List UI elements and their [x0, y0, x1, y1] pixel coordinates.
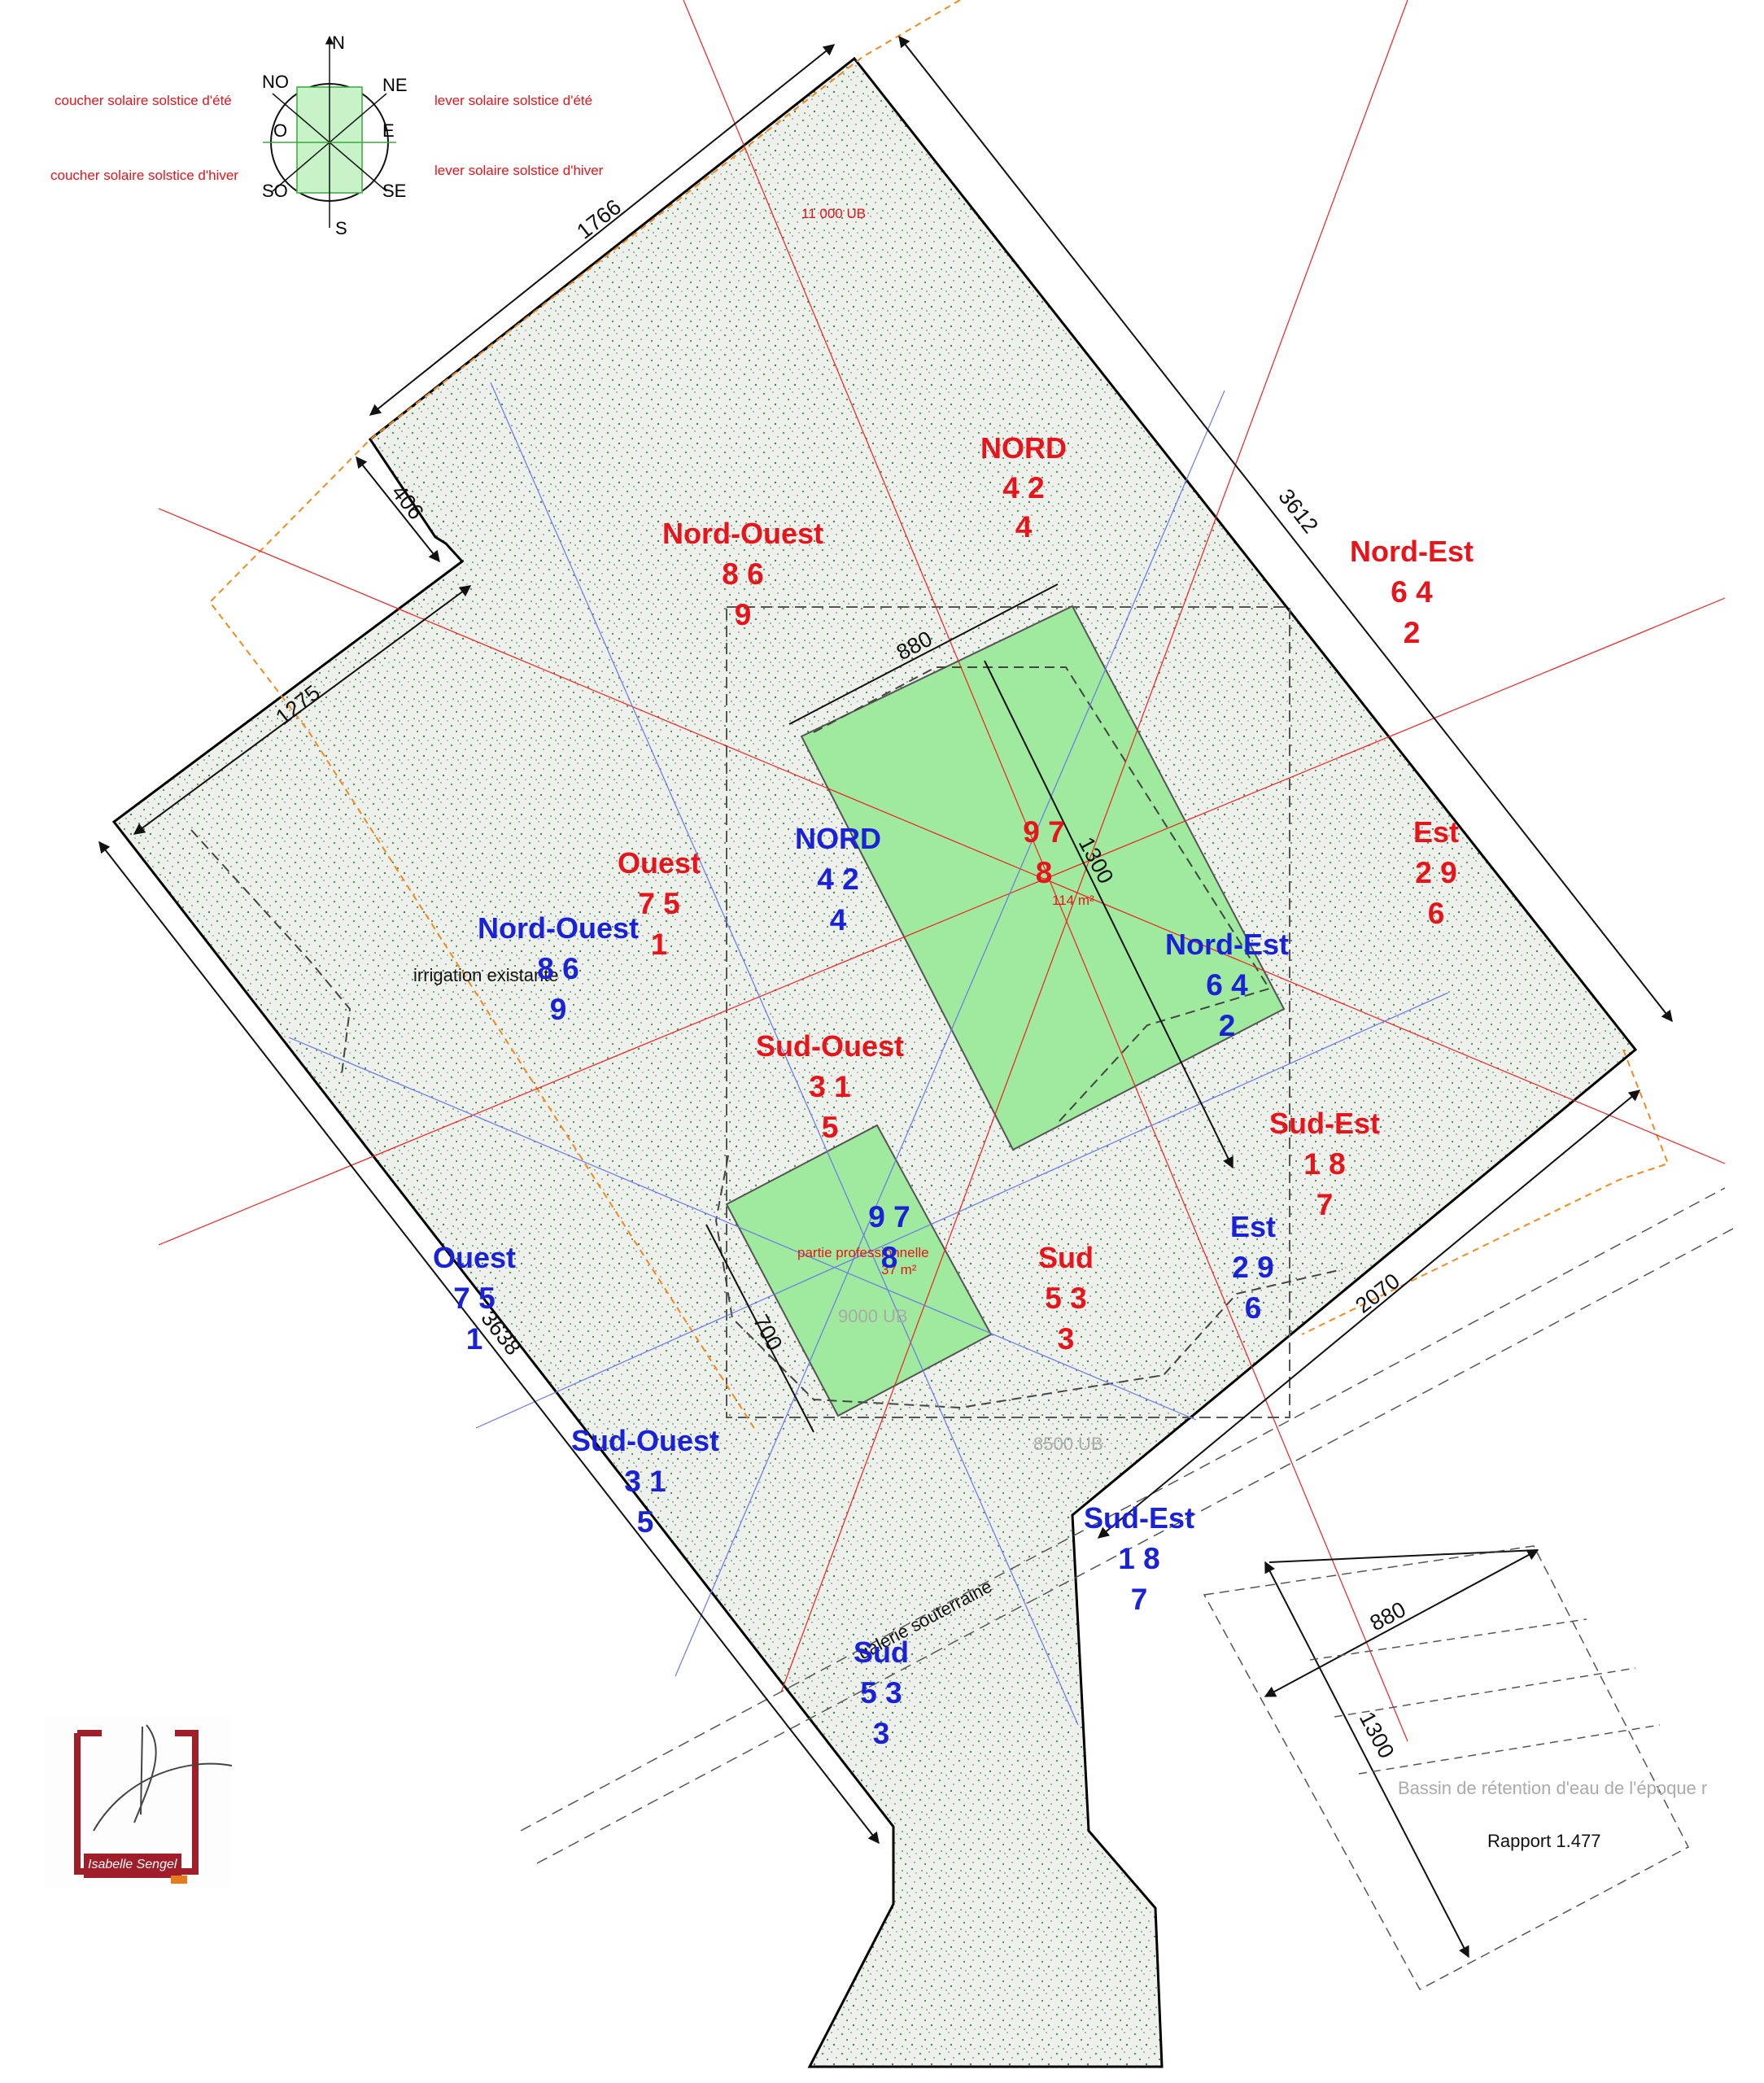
blue-est: Est — [1230, 1210, 1276, 1243]
blue-ouest: Ouest — [433, 1241, 516, 1274]
svg-text:6: 6 — [1428, 897, 1445, 930]
dim-1300-basin: 1300 — [1355, 1708, 1399, 1762]
compass-se: SE — [382, 181, 406, 201]
compass-o: O — [273, 120, 287, 141]
compass-no: NO — [262, 72, 289, 92]
svg-text:2: 2 — [1219, 1009, 1236, 1042]
red-est: Est — [1413, 815, 1459, 849]
ub-11000: 11 000 UB — [801, 206, 866, 221]
compass-rose — [263, 35, 396, 228]
retention-basin-outline — [1203, 1545, 1690, 1991]
compass-n: N — [332, 33, 345, 53]
svg-text:3: 3 — [873, 1717, 890, 1750]
winter-sunset-label: coucher solaire solstice d'hiver — [50, 168, 238, 183]
ub-9000: 9000 UB — [838, 1306, 908, 1326]
blue-sud-est: Sud-Est — [1084, 1501, 1194, 1535]
svg-text:7 5: 7 5 — [453, 1282, 495, 1315]
svg-text:3 1: 3 1 — [809, 1070, 850, 1103]
red-nord: NORD — [980, 431, 1067, 465]
compass-e: E — [382, 120, 395, 141]
blue-nord: NORD — [795, 822, 881, 855]
svg-text:1: 1 — [651, 928, 668, 961]
blue-nord-est: Nord-Est — [1165, 928, 1289, 961]
compass-s: S — [335, 218, 347, 238]
dim-2070: 2070 — [1351, 1269, 1404, 1318]
red-center: 9 7 — [1023, 815, 1064, 849]
dim-406: 406 — [386, 480, 428, 524]
dim-1275: 1275 — [271, 680, 325, 730]
dim-1766: 1766 — [572, 194, 626, 244]
svg-text:9: 9 — [735, 598, 752, 631]
svg-text:2 9: 2 9 — [1415, 856, 1456, 889]
ratio-label: Rapport 1.477 — [1487, 1831, 1600, 1851]
blue-center: 9 7 — [868, 1200, 910, 1234]
svg-text:8 6: 8 6 — [537, 952, 579, 985]
svg-text:4 2: 4 2 — [1002, 471, 1044, 504]
svg-text:1: 1 — [466, 1322, 483, 1356]
svg-text:8 6: 8 6 — [722, 557, 763, 591]
svg-text:5: 5 — [637, 1505, 654, 1539]
blue-nord-ouest: Nord-Ouest — [478, 911, 639, 945]
svg-text:7 5: 7 5 — [638, 887, 679, 920]
ub-8500: 8500 UB — [1033, 1434, 1103, 1454]
svg-text:3: 3 — [1058, 1322, 1075, 1356]
svg-text:5: 5 — [822, 1111, 839, 1144]
area-main-house: 114 m² — [1052, 893, 1094, 908]
svg-text:1 8: 1 8 — [1303, 1147, 1345, 1181]
svg-text:6 4: 6 4 — [1206, 968, 1248, 1002]
red-sud-est: Sud-Est — [1269, 1107, 1380, 1140]
svg-text:8: 8 — [1036, 856, 1053, 889]
dim-880-house: 880 — [893, 627, 937, 666]
svg-text:4 2: 4 2 — [817, 862, 858, 896]
winter-sunrise-label: lever solaire solstice d'hiver — [434, 163, 604, 178]
irrigation-label: irrigation existante — [413, 965, 559, 985]
svg-text:6: 6 — [1245, 1291, 1262, 1325]
red-sud-ouest: Sud-Ouest — [756, 1029, 904, 1063]
professional-part-label: partie professionnelle — [797, 1245, 929, 1260]
svg-text:8: 8 — [881, 1241, 898, 1274]
dim-3612: 3612 — [1273, 484, 1323, 538]
svg-text:6 4: 6 4 — [1391, 575, 1433, 609]
blue-sud: Sud — [854, 1635, 909, 1669]
compass-so: SO — [262, 181, 288, 201]
red-nord-ouest: Nord-Ouest — [662, 517, 823, 550]
svg-text:3 1: 3 1 — [624, 1465, 666, 1498]
svg-text:9: 9 — [550, 993, 567, 1026]
red-ouest: Ouest — [618, 846, 701, 880]
summer-sunset-label: coucher solaire solstice d'été — [55, 93, 232, 108]
dim-700: 700 — [749, 1311, 788, 1355]
svg-text:5 3: 5 3 — [860, 1676, 902, 1710]
basin-label: Bassin de rétention d'eau de l'époque r — [1398, 1778, 1707, 1798]
blue-sud-ouest: Sud-Ouest — [571, 1424, 719, 1457]
dim-880-basin: 880 — [1366, 1597, 1410, 1636]
svg-text:7: 7 — [1316, 1188, 1334, 1221]
summer-sunrise-label: lever solaire solstice d'été — [434, 93, 592, 108]
dim-1300-house: 1300 — [1074, 833, 1119, 888]
svg-text:5 3: 5 3 — [1045, 1282, 1086, 1315]
svg-text:2 9: 2 9 — [1232, 1251, 1273, 1284]
logo-text: Isabelle Sengel — [88, 1858, 177, 1871]
red-nord-est: Nord-Est — [1350, 535, 1474, 568]
svg-text:1 8: 1 8 — [1118, 1542, 1159, 1575]
isabelle-sengel-logo — [45, 1717, 233, 1888]
svg-text:4: 4 — [1015, 510, 1033, 544]
svg-text:2: 2 — [1404, 616, 1421, 649]
area-professional: 37 m² — [881, 1262, 917, 1277]
dimension-lines — [98, 35, 1673, 1959]
compass-ne: NE — [382, 75, 408, 95]
svg-text:7: 7 — [1131, 1583, 1148, 1616]
red-sud: Sud — [1038, 1241, 1094, 1274]
svg-text:4: 4 — [830, 903, 847, 937]
